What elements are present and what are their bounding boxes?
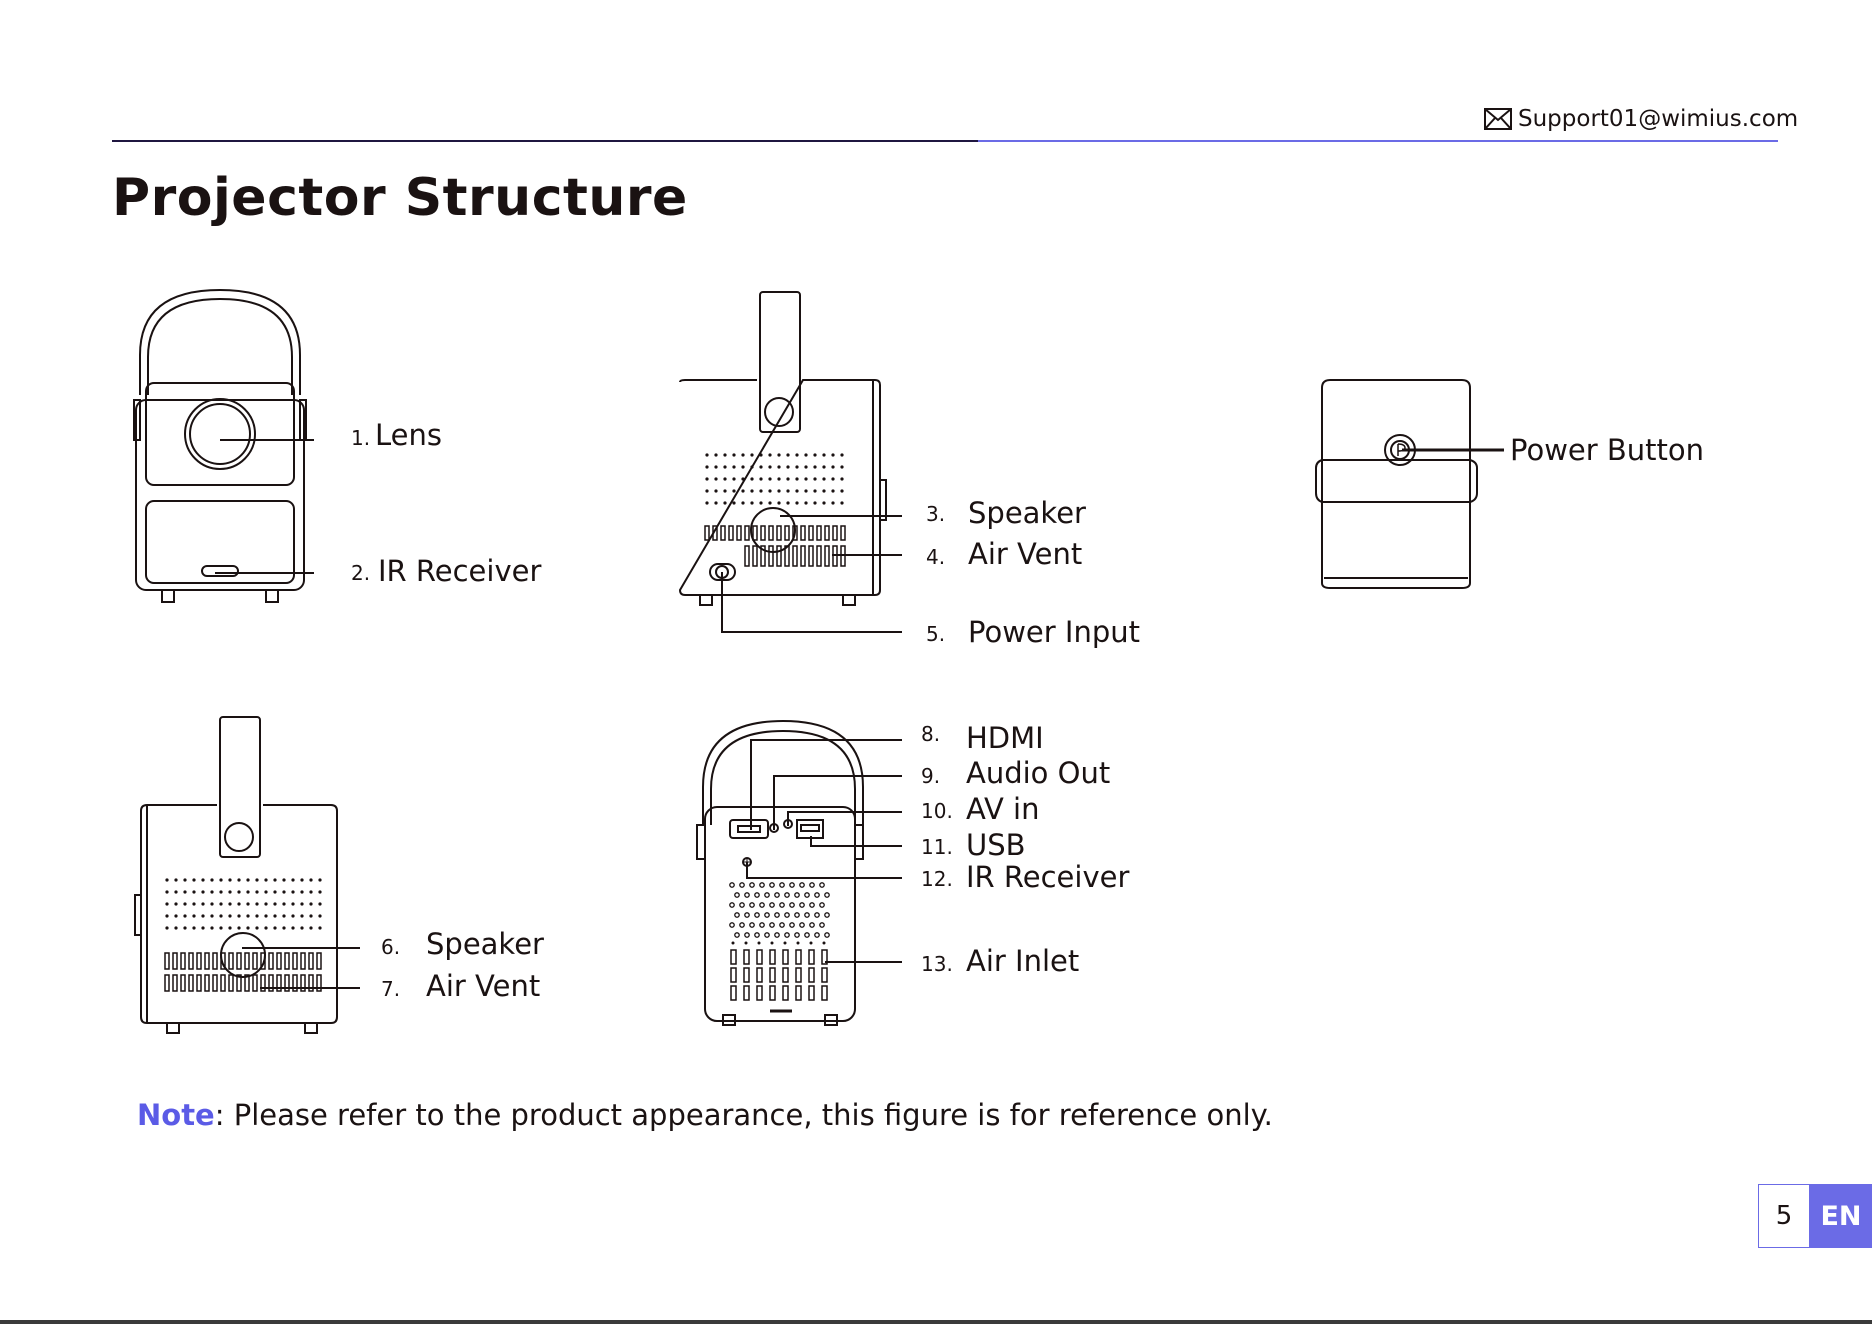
note-text: : Please refer to the product appearance… [215, 1098, 1273, 1132]
top-view-leader [1400, 444, 1510, 456]
back-view-leaders [720, 510, 910, 640]
support-email-text: Support01@wimius.com [1518, 106, 1798, 132]
callout-number: 2. [351, 561, 370, 585]
page-title: Projector Structure [112, 168, 688, 228]
language-badge: EN [1810, 1184, 1872, 1248]
page-number: 5 [1758, 1184, 1810, 1248]
callout-speaker: Speaker [968, 496, 1086, 530]
port-side-leaders [740, 730, 910, 970]
callout-number: 9. [921, 764, 940, 788]
callout-number: 5. [926, 622, 945, 646]
support-email[interactable]: Support01@wimius.com [1484, 106, 1798, 132]
callout-number: 11. [921, 835, 953, 859]
callout-air-vent: Air Vent [426, 969, 540, 1003]
callout-air-vent: Air Vent [968, 537, 1082, 571]
mail-icon [1484, 108, 1512, 130]
callout-number: 12. [921, 867, 953, 891]
callout-lens: Lens [375, 418, 442, 452]
callout-speaker: Speaker [426, 927, 544, 961]
front-view-leaders [210, 430, 320, 590]
callout-ir-receiver: IR Receiver [966, 860, 1129, 894]
callout-number: 10. [921, 799, 953, 823]
callout-number: 3. [926, 502, 945, 526]
callout-usb: USB [966, 828, 1026, 862]
callout-number: 7. [381, 977, 400, 1001]
callout-power-input: Power Input [968, 615, 1140, 649]
header-rule-accent [978, 140, 1778, 142]
callout-av-in: AV in [966, 792, 1039, 826]
callout-power-button: Power Button [1510, 433, 1704, 467]
callout-number: 13. [921, 952, 953, 976]
callout-audio-out: Audio Out [966, 756, 1110, 790]
speaker-side-leaders [240, 940, 365, 1000]
callout-number: 6. [381, 935, 400, 959]
header-rule-dark [112, 140, 978, 142]
callout-hdmi: HDMI [966, 721, 1044, 755]
note-keyword: Note [137, 1098, 215, 1132]
reference-note: Note: Please refer to the product appear… [137, 1098, 1273, 1132]
callout-number: 8. [921, 722, 940, 746]
callout-ir-receiver: IR Receiver [378, 554, 541, 588]
top-view-diagram [1312, 378, 1492, 593]
bottom-rule [0, 1320, 1872, 1324]
callout-number: 1. [351, 426, 370, 450]
callout-air-inlet: Air Inlet [966, 944, 1079, 978]
callout-number: 4. [926, 545, 945, 569]
